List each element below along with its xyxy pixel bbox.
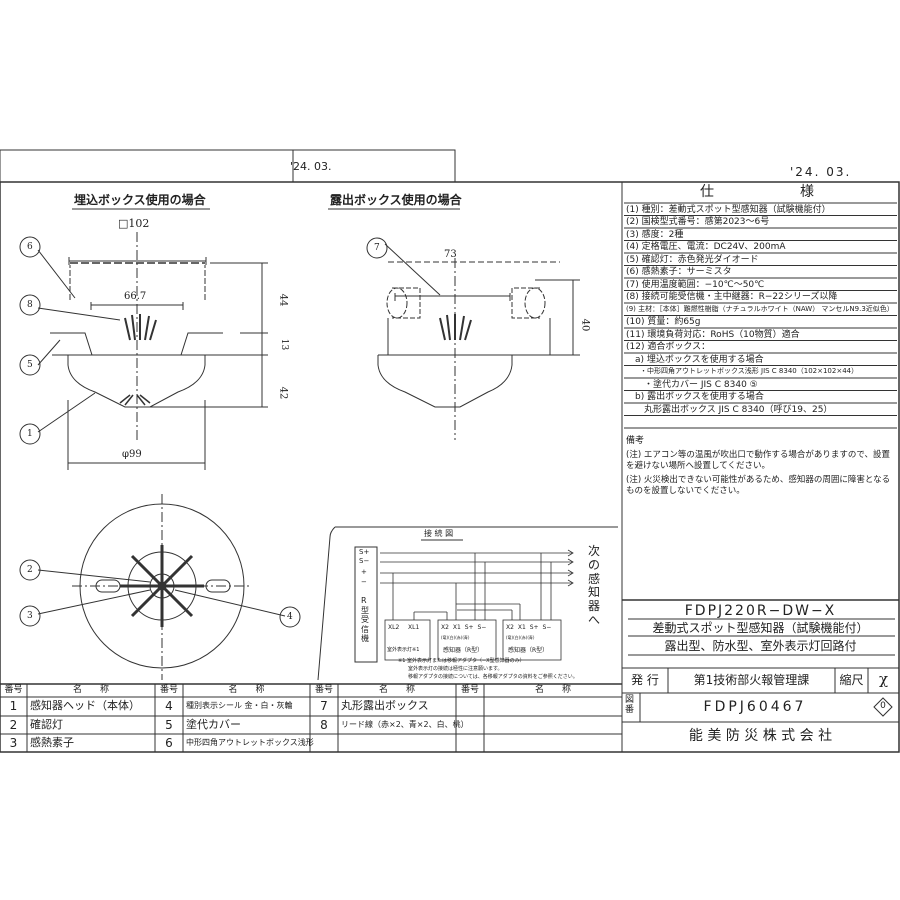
dim-surface-height: 40 <box>579 318 591 332</box>
issue-label: 発 行 <box>631 673 659 687</box>
dim-cover: 13 <box>279 338 290 351</box>
receiver-label: R型受信機 <box>361 596 369 644</box>
spec-row: 丸形露出ボックス JIS C 8340（呼び19、25） <box>626 404 833 415</box>
parts-header-name: 名 称 <box>72 685 109 695</box>
drawing-no-label: 図番 <box>625 695 635 715</box>
parts-header-name: 名 称 <box>228 685 265 695</box>
callout-5: 5 <box>27 360 33 370</box>
unit3-terms: X2 X1 S+ S− <box>506 624 552 631</box>
part-name: 丸形露出ボックス <box>341 699 429 712</box>
spec-title: 仕 <box>700 184 714 200</box>
part-name: 塗代カバー <box>186 718 241 731</box>
terminal-minus: − <box>361 578 367 586</box>
callout-1: 1 <box>27 429 33 439</box>
terminal-s-plus: S+ <box>359 548 370 556</box>
unit2-colors: (竜)(白)(赤)(青) <box>441 635 470 640</box>
issuer: 第1技術部火報管理課 <box>693 673 810 687</box>
part-name: 感知器ヘッド（本体） <box>30 699 140 712</box>
drawing-number: FDPJ60467 <box>703 699 807 715</box>
part-number: 6 <box>165 736 173 750</box>
callout-6: 6 <box>27 242 33 252</box>
spec-row: (8) 接続可能受信機・主中継器：R−22シリーズ以降 <box>626 292 838 302</box>
spec-row: (4) 定格電圧、電流：DC24V、200mA <box>626 242 786 252</box>
part-name: リード線（赤×2、青×2、白、桃） <box>341 720 469 729</box>
spec-row: (2) 国検型式番号：感第2023〜6号 <box>626 217 770 227</box>
callout-4: 4 <box>287 612 293 622</box>
date: '24. 03. <box>290 160 332 173</box>
outdoor-lamp-label: 室外表示灯※1 <box>387 647 420 653</box>
spec-row: ・中形四角アウトレットボックス浅形 JIS C 8340（102×102×44） <box>626 367 859 375</box>
remark: (注) 火災検出できない可能性があるため、感知器の周囲に障害となるものを設置しな… <box>626 475 891 496</box>
wiring-note: 室外表示灯の接続は極性に注意願います。 <box>408 666 503 672</box>
wiring-note: 移報アダプタの接続については、各移報アダプタの資料をご参照ください。 <box>408 674 578 680</box>
callout-8: 8 <box>27 300 33 310</box>
embedded-view-title: 埋込ボックス使用の場合 <box>74 193 206 207</box>
part-number: 8 <box>320 718 328 732</box>
spec-row: ・塗代カバー JIS C 8340 ⑤ <box>626 379 758 390</box>
parts-header-no: 番号 <box>460 685 479 695</box>
spec-row: (6) 感熱素子：サーミスタ <box>626 267 732 277</box>
dim-surface-width: 73 <box>444 249 457 260</box>
spec-row: (5) 確認灯：赤色発光ダイオード <box>626 254 759 265</box>
surface-view-title: 露出ボックス使用の場合 <box>330 193 462 207</box>
spec-row: b) 露出ボックスを使用する場合 <box>626 392 764 402</box>
product-description: 差動式スポット型感知器（試験機能付） <box>652 621 869 635</box>
part-number: 4 <box>165 699 173 713</box>
term-xl2: XL2 <box>388 624 400 631</box>
callout-2: 2 <box>27 565 33 575</box>
spec-row: (11) 環境負荷対応：RoHS（10物質）適合 <box>626 329 800 340</box>
callout-7: 7 <box>374 243 380 253</box>
spec-row: (7) 使用温度範囲：−10℃〜50℃ <box>626 279 765 290</box>
detector-label-1: 感知器（R型） <box>443 647 484 654</box>
next-detector-label: 次の感知器へ <box>588 544 601 627</box>
parts-header-no: 番号 <box>314 685 333 695</box>
spec-row: (10) 質量：約65g <box>626 317 701 327</box>
product-features: 露出型、防水型、室外表示灯回路付 <box>664 639 857 653</box>
part-number: 7 <box>320 699 328 713</box>
part-number: 5 <box>165 718 173 732</box>
spec-row: (9) 主材：［本体］難燃性樹脂（ナチュラルホワイト（NAW） マンセルN9.3… <box>626 304 894 313</box>
dim-base-width: 66.7 <box>124 291 147 302</box>
company-name: 能 美 防 災 株 式 会 社 <box>688 728 833 744</box>
detector-label-2: 感知器（R型） <box>508 647 549 654</box>
unit3-colors: (竜)(白)(赤)(青) <box>506 635 535 640</box>
spec-title: 様 <box>800 184 814 200</box>
revision-mark: 0 <box>880 701 886 711</box>
remarks-title: 備考 <box>626 436 645 446</box>
part-name: 感熱素子 <box>30 736 74 749</box>
parts-header-no: 番号 <box>159 685 178 695</box>
callout-3: 3 <box>27 611 33 621</box>
dim-diameter: φ99 <box>122 449 142 460</box>
model-number: FDPJ220R−DW−X <box>684 603 837 619</box>
parts-header-name: 名 称 <box>378 685 415 695</box>
terminal-plus: + <box>361 568 367 576</box>
revision-date: '24. 03. <box>790 165 852 179</box>
part-number: 3 <box>9 736 18 750</box>
scale-label: 縮尺 <box>839 673 864 687</box>
dim-head-height: 42 <box>277 386 289 400</box>
wiring-title: 接 続 図 <box>424 529 454 538</box>
terminal-s-minus: S− <box>359 557 370 565</box>
part-name: 確認灯 <box>30 718 63 731</box>
part-number: 1 <box>9 699 18 713</box>
part-name: 中形四角アウトレットボックス浅形 <box>186 738 314 747</box>
term-xl1: XL1 <box>408 624 420 631</box>
wiring-note: ※1 室外表示灯または移報アダプタ（−X型感知器のみ） <box>398 658 525 664</box>
scale-value: χ <box>878 670 889 688</box>
spec-row: (12) 適合ボックス： <box>626 342 711 352</box>
parts-header-name: 名 称 <box>534 685 571 695</box>
parts-header-no: 番号 <box>4 685 23 695</box>
remark: (注) エアコン等の温風が吹出口で動作する場合がありますので、設置を避けない場所… <box>626 450 890 471</box>
part-name: 種別表示シール 金・白・灰輪 <box>186 701 293 710</box>
spec-row: (1) 種別：差動式スポット型感知器（試験機能付） <box>626 204 831 215</box>
part-number: 2 <box>9 718 18 732</box>
unit2-terms: X2 X1 S+ S− <box>441 624 487 631</box>
spec-row: a) 埋込ボックスを使用する場合 <box>626 354 764 365</box>
dim-box-width: □102 <box>118 217 150 230</box>
spec-row: (3) 感度：2種 <box>626 229 684 240</box>
dim-box-depth: 44 <box>277 293 289 307</box>
